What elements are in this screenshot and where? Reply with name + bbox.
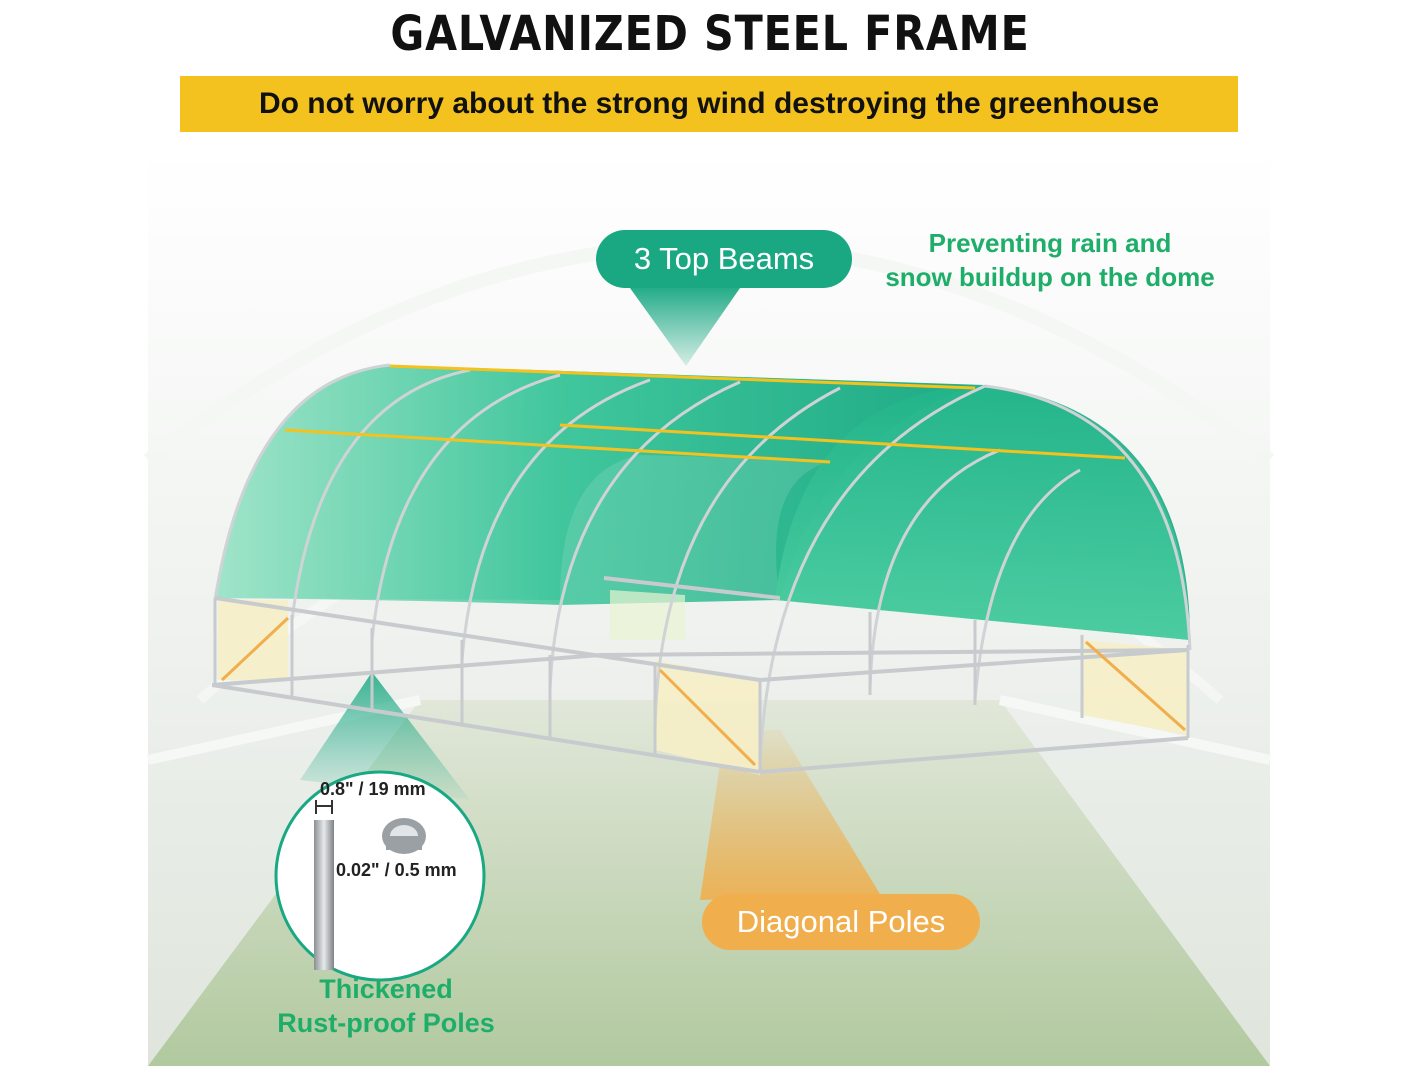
greenhouse (211, 363, 1192, 775)
top-beams-note: Preventing rain and snow buildup on the … (840, 226, 1260, 294)
subheadline-banner: Do not worry about the strong wind destr… (180, 76, 1238, 132)
top-beams-note-line2: snow buildup on the dome (885, 262, 1215, 292)
subheadline-text: Do not worry about the strong wind destr… (258, 87, 1160, 120)
poles-pointer (300, 672, 470, 800)
pole-detail-badge (274, 770, 486, 982)
poles-note-line1: Thickened (319, 974, 453, 1004)
page-headline: GALVANIZED STEEL FRAME (390, 6, 1030, 62)
poles-note: Thickened Rust-proof Poles (236, 972, 536, 1040)
pipe-cross-section-icon (382, 818, 426, 854)
top-beams-label: 3 Top Beams (596, 230, 852, 288)
top-beams-pointer (630, 288, 740, 366)
poles-note-line2: Rust-proof Poles (277, 1008, 495, 1038)
diagonal-pointer (700, 730, 880, 900)
diagonal-poles-label: Diagonal Poles (702, 894, 980, 950)
pole-diameter-spec: 0.8" / 19 mm (320, 779, 426, 799)
top-beams-note-line1: Preventing rain and (928, 228, 1172, 258)
pole-thickness-spec: 0.02" / 0.5 mm (336, 860, 457, 880)
background-rail (998, 695, 1272, 765)
